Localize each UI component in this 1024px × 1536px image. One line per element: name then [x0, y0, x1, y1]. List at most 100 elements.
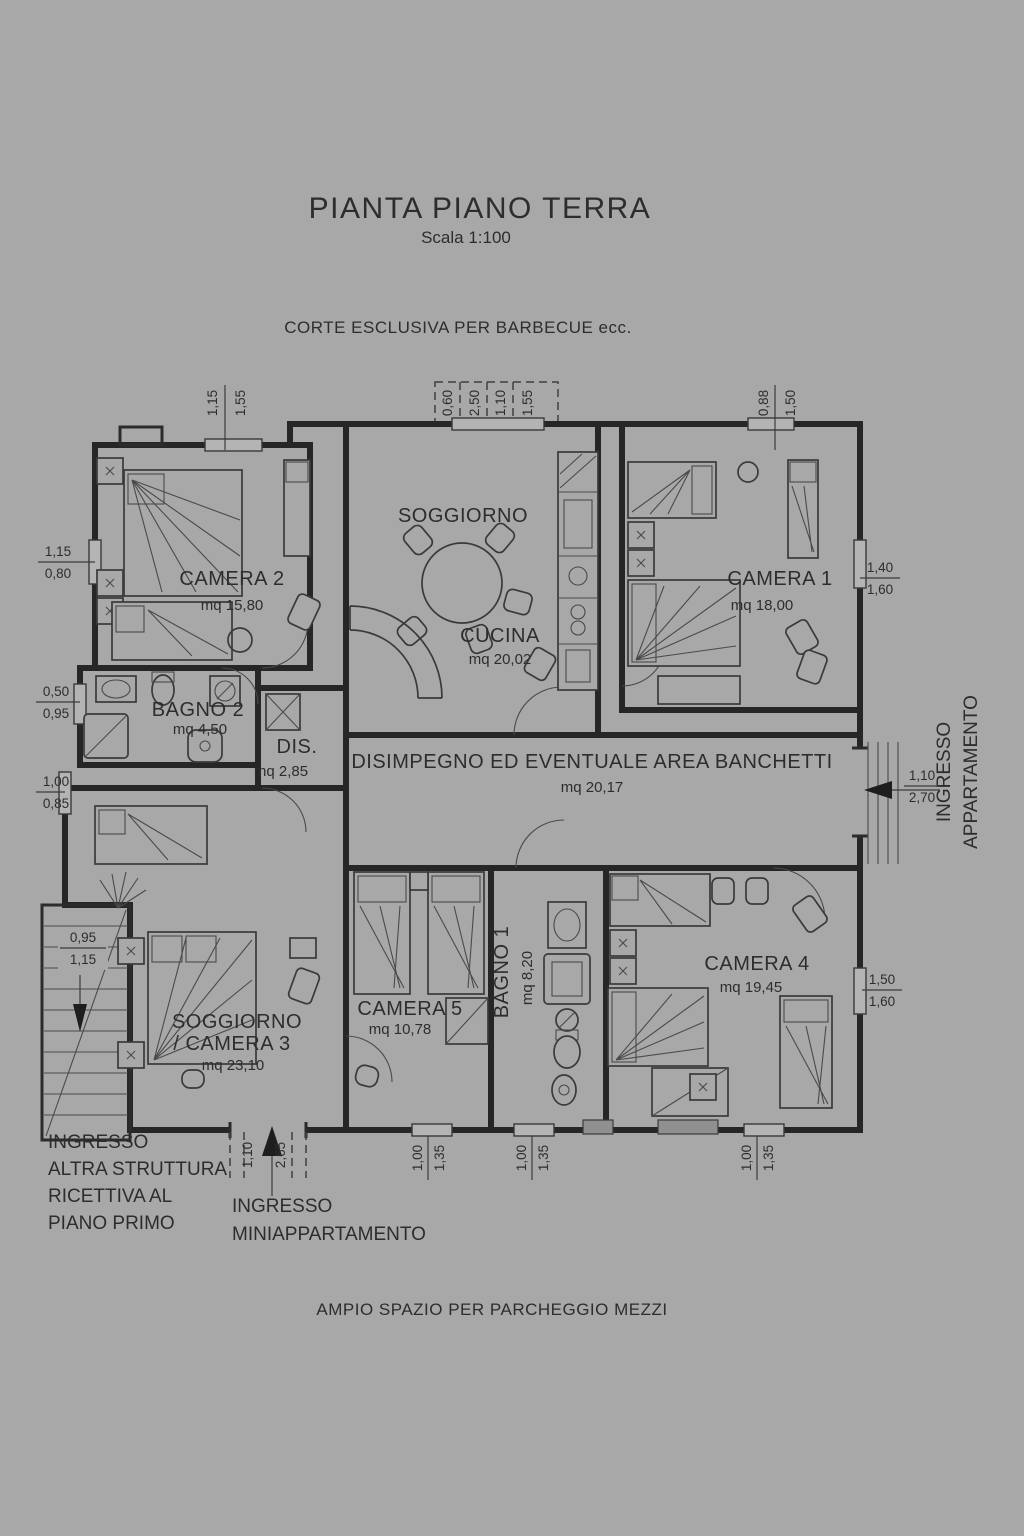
dim-stairs-a: 0,95 — [70, 930, 96, 945]
area-camera4: mq 19,45 — [720, 979, 783, 996]
pillow — [185, 935, 217, 963]
pillow — [631, 583, 657, 663]
dim-bottom2-a: 1,00 — [514, 1145, 529, 1171]
dim-left-mid-a: 0,50 — [43, 684, 69, 699]
dim-entry-b: 2,70 — [909, 790, 935, 805]
pillow — [431, 875, 481, 903]
area-bagno1: mq 8,20 — [519, 951, 536, 1005]
chair — [792, 895, 828, 933]
wall-jog-top — [287, 421, 346, 445]
area-dis: mq 2,85 — [254, 763, 308, 780]
bench — [657, 675, 741, 705]
camera1-furniture — [627, 459, 828, 705]
label-cucina: CUCINA — [460, 625, 540, 647]
dim-top-mid-a: 0,60 — [440, 390, 455, 416]
cabinet — [565, 649, 591, 683]
side-table — [289, 937, 317, 959]
dim-left-lower-a: 1,00 — [43, 774, 69, 789]
window-camera1-right — [853, 539, 867, 589]
staircase — [40, 903, 132, 1142]
label-ingresso-altra-3: RICETTIVA AL — [48, 1186, 172, 1207]
sink-bowl — [568, 566, 588, 586]
stove — [563, 499, 593, 549]
pillow — [151, 935, 183, 963]
dimension-labels: 1,15 1,55 0,60 2,50 1,10 1,55 0,88 1,50 … — [36, 385, 940, 1180]
camera5-furniture — [353, 871, 489, 1088]
shower-tray — [187, 729, 223, 763]
dis-furniture — [265, 693, 301, 731]
chair — [796, 649, 828, 685]
chair — [785, 618, 819, 656]
mini-apartment-entrance: 1,10 2,65 — [229, 1126, 307, 1196]
stool — [745, 877, 769, 905]
dim-bottom2-b: 1,35 — [536, 1145, 551, 1171]
dim-right-camera4-b: 1,60 — [869, 994, 895, 1009]
doorstep — [582, 1119, 614, 1135]
dim-stairs-b: 1,15 — [70, 952, 96, 967]
single-bed — [94, 805, 208, 865]
label-bagno2: BAGNO 2 — [152, 699, 244, 721]
window-camera3-left — [58, 771, 72, 815]
wall-notch — [118, 425, 164, 447]
area-bagno2: mq 4,50 — [173, 721, 227, 738]
single-bed — [111, 601, 233, 661]
fridge-hatch — [559, 453, 597, 489]
area-cucina: mq 20,02 — [469, 651, 532, 668]
pillow — [691, 465, 713, 515]
chair — [287, 593, 321, 631]
dim-bottom1-a: 1,00 — [410, 1145, 425, 1171]
dim-bottom3-a: 1,00 — [739, 1145, 754, 1171]
label-ingresso-mini-1: INGRESSO — [232, 1196, 332, 1217]
nightstand — [409, 871, 429, 891]
dim-right-camera1-b: 1,60 — [867, 582, 893, 597]
camera3-furniture — [94, 805, 321, 1089]
round-table — [421, 542, 503, 624]
pillow — [611, 875, 639, 901]
soggiorno-furniture — [349, 522, 533, 699]
dim-right-camera1-a: 1,40 — [867, 560, 893, 575]
dim-top-left-a: 1,15 — [205, 390, 220, 416]
sink-bowl — [570, 620, 586, 636]
dim-left-lower-b: 0,85 — [43, 796, 69, 811]
dim-left-mid-b: 0,95 — [43, 706, 69, 721]
pillow — [357, 875, 407, 903]
single-bed-vertical — [787, 459, 819, 559]
window-camera4-right — [853, 967, 867, 1015]
dim-bottom3-b: 1,35 — [761, 1145, 776, 1171]
bagno1-furniture — [543, 901, 591, 1106]
area-camera2: mq 15,80 — [201, 597, 264, 614]
label-disimpegno: DISIMPEGNO ED EVENTUALE AREA BANCHETTI — [351, 751, 832, 773]
label-camera2: CAMERA 2 — [179, 568, 284, 590]
dim-mini-b: 2,65 — [273, 1142, 288, 1168]
jug — [354, 1064, 380, 1088]
label-ingresso-appartamento-2: APPARTAMENTO — [961, 695, 982, 849]
stool — [227, 627, 253, 653]
jug — [181, 1069, 205, 1089]
label-camera3-line2: / CAMERA 3 — [173, 1033, 290, 1055]
camera4-furniture — [607, 873, 833, 1117]
label-dis: DIS. — [277, 736, 318, 758]
kitchen-counter — [557, 451, 599, 691]
label-soggiorno: SOGGIORNO — [398, 505, 528, 527]
window-bottom-3 — [743, 1123, 785, 1137]
single-bed-vertical — [353, 871, 411, 995]
dim-left-upper-b: 0,80 — [45, 566, 71, 581]
area-camera5: mq 10,78 — [369, 1021, 432, 1038]
apartment-entrance — [864, 742, 940, 864]
label-camera1: CAMERA 1 — [727, 568, 832, 590]
pillow — [98, 809, 126, 835]
dim-top-right-a: 0,88 — [756, 390, 771, 416]
toilet — [553, 1035, 581, 1069]
label-camera4: CAMERA 4 — [704, 953, 809, 975]
pillow — [789, 461, 817, 483]
dim-entry-a: 1,10 — [909, 768, 935, 783]
dim-right-camera4-a: 1,50 — [869, 972, 895, 987]
label-ingresso-altra-2: ALTRA STRUTTURA — [48, 1159, 227, 1180]
chair — [465, 623, 493, 655]
sink-bowl — [570, 604, 586, 620]
area-disimpegno: mq 20,17 — [561, 779, 624, 796]
double-bed — [147, 931, 257, 1065]
courtyard-note: CORTE ESCLUSIVA PER BARBECUE ecc. — [284, 318, 631, 337]
mini-entrance-arrow — [262, 1126, 282, 1156]
